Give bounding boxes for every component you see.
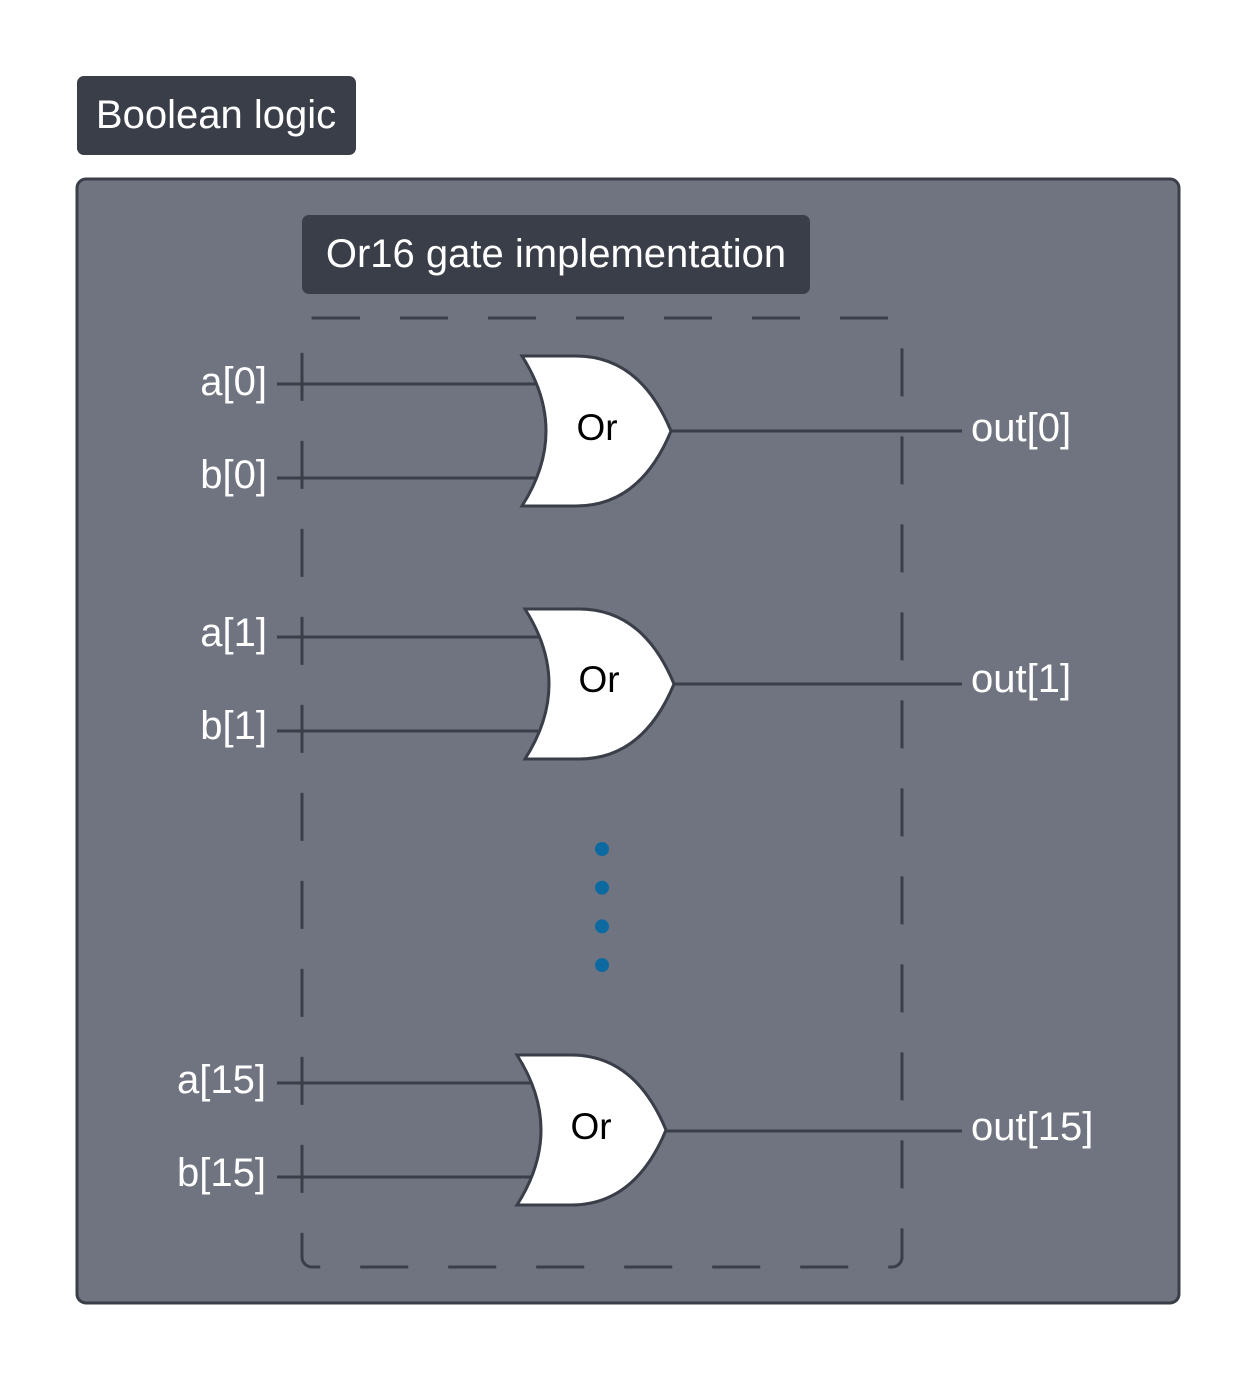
diagram-subtitle: Or16 gate implementation	[326, 232, 786, 276]
input-label-a0: a[0]	[200, 360, 267, 404]
or-gate-0: Or a[0] b[0] out[0]	[200, 354, 1071, 508]
subtitle-tag: Or16 gate implementation	[302, 215, 810, 294]
or-gate-symbol	[522, 607, 676, 761]
input-label-b1: b[1]	[200, 704, 267, 748]
ellipsis-dot	[595, 842, 609, 856]
gate-label: Or	[570, 1106, 611, 1147]
ellipsis-dot	[595, 880, 609, 895]
diagram-title: Boolean logic	[96, 93, 336, 137]
output-label-15: out[15]	[971, 1105, 1093, 1149]
implementation-boundary	[300, 316, 904, 1269]
gate-label: Or	[576, 407, 617, 448]
or-gate-symbol	[514, 1053, 668, 1207]
output-label-0: out[0]	[971, 406, 1071, 450]
output-label-1: out[1]	[971, 657, 1071, 701]
input-label-b0: b[0]	[200, 453, 267, 497]
gate-label: Or	[578, 659, 619, 700]
ellipsis-dots	[595, 842, 609, 973]
title-tag-background	[77, 76, 356, 155]
or-gate-symbol	[519, 354, 673, 508]
input-label-a15: a[15]	[177, 1058, 266, 1102]
ellipsis-dot	[595, 958, 609, 973]
input-label-a1: a[1]	[200, 611, 267, 655]
title-tag: Boolean logic	[77, 76, 356, 155]
or-gate-15: Or a[15] b[15] out[15]	[177, 1053, 1093, 1207]
subtitle-tag-background	[302, 215, 810, 294]
input-label-b15: b[15]	[177, 1151, 266, 1195]
ellipsis-dot	[595, 919, 609, 934]
or-gate-1: Or a[1] b[1] out[1]	[200, 607, 1071, 761]
